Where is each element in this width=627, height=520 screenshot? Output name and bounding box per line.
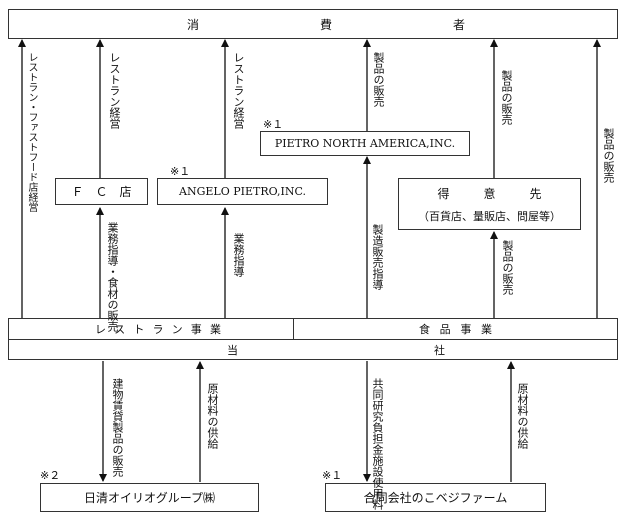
angelo-pietro-box: ANGELO PIETRO,INC. (157, 178, 328, 205)
consumer-char-3: 者 (452, 17, 465, 32)
customers-char-1: 得 (437, 186, 450, 201)
restaurant-char-7: 業 (209, 323, 221, 336)
label-mfg-sales-guidance: 製造販売指導 (371, 224, 384, 290)
fc-store-box: Ｆ Ｃ 店 (55, 178, 148, 205)
customers-char-3: 先 (529, 186, 542, 201)
pietro-na-note: ※１ (263, 118, 284, 131)
nokopeji-farm-label: 合同会社のこベジファーム (363, 491, 508, 505)
customers-title: 得 意 先 (437, 185, 541, 202)
label-raw-supply-1: 原材料の供給 (206, 383, 219, 449)
label-restaurant-fastfood: レストラン・ファストフード店経営 (26, 52, 37, 212)
label-guidance: 業務指導 (232, 233, 245, 277)
label-restaurant-ops-1: レストラン経営 (108, 52, 121, 129)
restaurant-char-5: ン (171, 323, 183, 336)
restaurant-business-box: レ ス ト ラ ン 事 業 (8, 318, 294, 340)
food-business-box: 食 品 事 業 (293, 318, 618, 340)
nisshin-oillio-label: 日清オイリオグループ㈱ (83, 491, 216, 505)
angelo-note: ※１ (170, 165, 191, 178)
restaurant-char-3: ト (133, 323, 145, 336)
customers-box: 得 意 先 （百貨店、量販店、問屋等） (398, 178, 581, 230)
nokopeji-farm-box: 合同会社のこベジファーム (325, 483, 546, 512)
label-raw-supply-2: 原材料の供給 (516, 383, 529, 449)
consumer-char-1: 消 (187, 17, 200, 32)
nokopeji-note: ※１ (322, 469, 343, 482)
label-research-cost-facility: 共同研究負担金施設使用料 (371, 378, 384, 510)
customers-subtitle: （百貨店、量販店、問屋等） (418, 209, 561, 223)
restaurant-char-6: 事 (190, 323, 202, 336)
pietro-north-america-box: PIETRO NORTH AMERICA,INC. (260, 131, 470, 156)
label-product-sales-na: 製品の販売 (372, 52, 385, 107)
label-guidance-ingredients: 業務指導・食材の販売 (106, 222, 119, 332)
consumer-box: 消 費 者 (8, 9, 618, 39)
label-product-sales-right: 製品の販売 (602, 128, 615, 183)
fc-store-label: Ｆ Ｃ 店 (71, 185, 132, 199)
pietro-north-america-label: PIETRO NORTH AMERICA,INC. (274, 137, 456, 150)
company-box: 当 社 (8, 339, 618, 360)
label-restaurant-ops-2: レストラン経営 (232, 52, 245, 129)
restaurant-char-1: レ (95, 323, 106, 336)
food-char-1: 食 (419, 323, 430, 336)
company-char-1: 当 (227, 343, 238, 357)
food-char-3: 事 (460, 323, 472, 336)
label-product-sales-customers: 製品の販売 (500, 70, 513, 125)
label-product-sales-food: 製品の販売 (501, 240, 514, 295)
nisshin-note: ※２ (40, 469, 61, 482)
angelo-pietro-label: ANGELO PIETRO,INC. (179, 185, 306, 198)
label-building-rent-product-sales: 建物賃貸製品の販売 (111, 378, 124, 477)
customers-char-2: 意 (483, 186, 496, 201)
consumer-char-2: 費 (319, 17, 332, 32)
nisshin-oillio-box: 日清オイリオグループ㈱ (40, 483, 259, 512)
food-char-4: 業 (480, 323, 492, 336)
restaurant-char-2: ス (114, 323, 126, 336)
restaurant-char-4: ラ (152, 323, 164, 336)
food-char-2: 品 (439, 323, 451, 336)
company-char-2: 社 (434, 343, 445, 357)
